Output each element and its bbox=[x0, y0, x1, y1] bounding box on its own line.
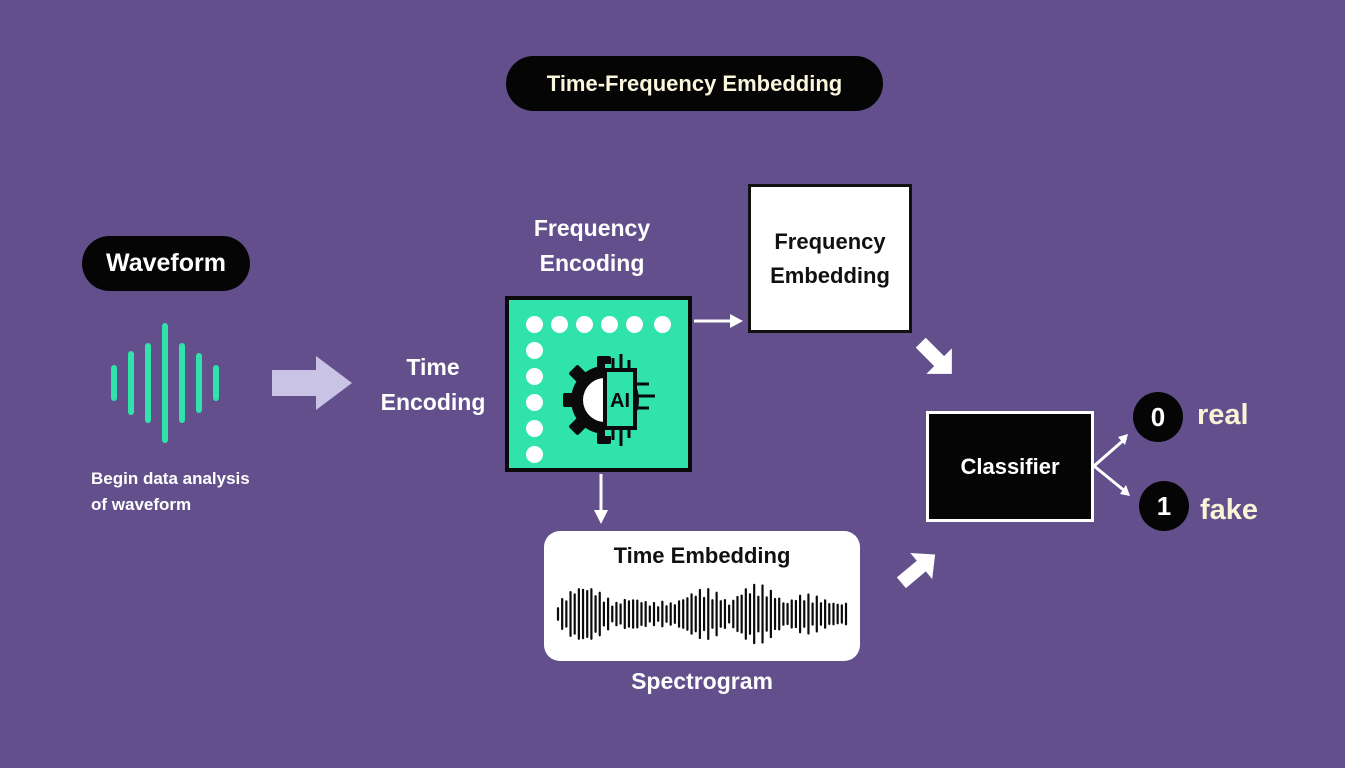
output-real-value: 0 bbox=[1150, 401, 1166, 432]
chip-dot bbox=[526, 420, 543, 437]
frequency-encoding-line2: Encoding bbox=[539, 250, 645, 276]
arrow-up-right-icon bbox=[896, 553, 936, 588]
frequency-encoding-label: Frequency Encoding bbox=[512, 211, 672, 281]
chip-dot bbox=[576, 316, 593, 333]
time-embedding-label: Time Embedding bbox=[613, 543, 791, 568]
diagram-title: Time-Frequency Embedding bbox=[506, 56, 883, 111]
output-fake-badge: 1 bbox=[1139, 481, 1189, 531]
frequency-embedding-line1: Frequency bbox=[774, 228, 886, 254]
ai-gear-icon: AI bbox=[563, 354, 655, 446]
waveform-caption-line2: of waveform bbox=[91, 495, 192, 514]
chip-dot bbox=[526, 394, 543, 411]
chip-dot bbox=[601, 316, 618, 333]
frequency-encoding-line1: Frequency bbox=[533, 215, 651, 241]
output-branch-arrows-icon bbox=[1093, 434, 1130, 496]
time-encoding-line1: Time bbox=[406, 354, 460, 380]
waveform-label: Waveform bbox=[82, 236, 250, 291]
spectrogram-label: Spectrogram bbox=[631, 668, 773, 694]
frequency-embedding-box: Frequency Embedding bbox=[748, 184, 912, 333]
chip-dot bbox=[526, 342, 543, 359]
ai-encoder-block: AI bbox=[505, 296, 692, 472]
time-encoding-line2: Encoding bbox=[380, 389, 486, 415]
classifier-box: Classifier bbox=[926, 411, 1094, 522]
chip-dot bbox=[626, 316, 643, 333]
output-real-badge: 0 bbox=[1133, 392, 1183, 442]
chip-dot bbox=[551, 316, 568, 333]
arrow-down-right-icon bbox=[915, 337, 952, 374]
chip-dot bbox=[654, 316, 671, 333]
arrow-down-icon bbox=[594, 474, 608, 524]
output-fake-value: 1 bbox=[1156, 490, 1172, 521]
chip-dot bbox=[526, 368, 543, 385]
classifier-label: Classifier bbox=[960, 453, 1060, 479]
arrow-right-icon bbox=[694, 314, 743, 328]
chip-dot bbox=[526, 316, 543, 333]
arrow-right-icon bbox=[272, 356, 352, 410]
waveform-icon bbox=[111, 323, 219, 443]
frequency-embedding-line2: Embedding bbox=[770, 262, 890, 288]
time-embedding-card: Time Embedding bbox=[544, 531, 860, 661]
output-real-label: real bbox=[1197, 399, 1249, 431]
chip-dot bbox=[526, 446, 543, 463]
ai-chip-label: AI bbox=[610, 390, 630, 412]
time-encoding-label: Time Encoding bbox=[370, 350, 496, 420]
output-fake-label: fake bbox=[1200, 494, 1259, 526]
waveform-caption-line1: Begin data analysis bbox=[91, 469, 250, 488]
spectrogram-wave-icon bbox=[556, 583, 848, 645]
waveform-caption: Begin data analysis of waveform bbox=[91, 466, 250, 518]
